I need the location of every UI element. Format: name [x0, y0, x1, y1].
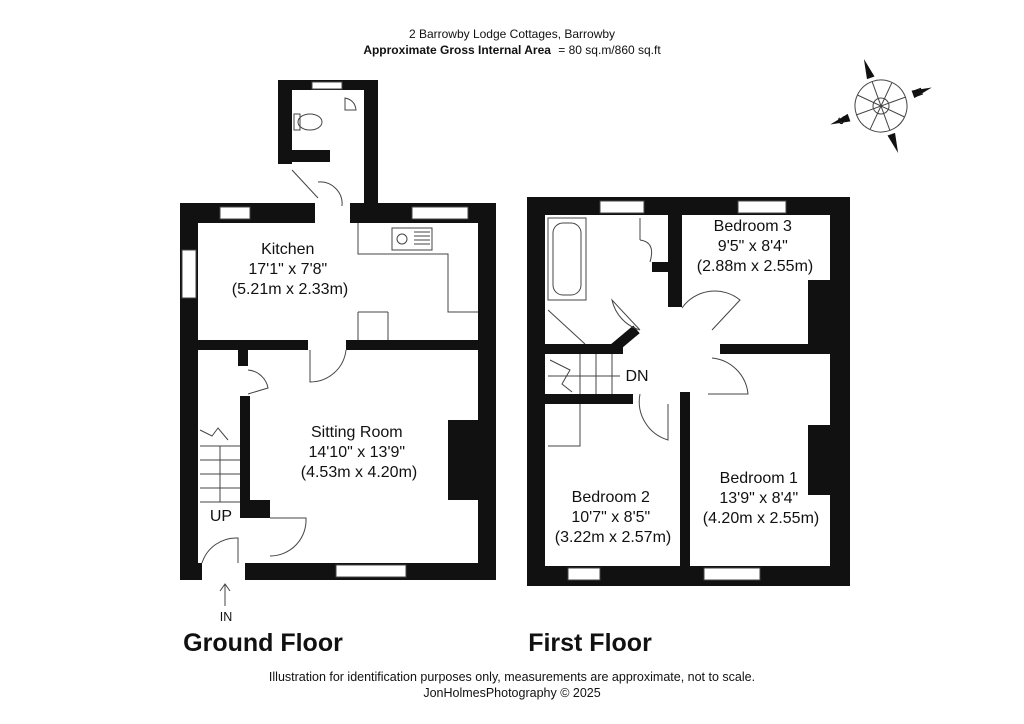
- ground-floor-plan: Kitchen 17'1" x 7'8" (5.21m x 2.33m) Sit…: [180, 80, 496, 657]
- address-title: 2 Barrowby Lodge Cottages, Barrowby: [409, 27, 615, 41]
- stairs-down: [548, 354, 620, 447]
- sink-icon: [391, 227, 433, 251]
- compass-south: S: [834, 114, 850, 127]
- area-value: = 80 sq.m/860 sq.ft: [558, 43, 661, 57]
- copyright-text: JonHolmesPhotography © 2025: [423, 686, 600, 700]
- stairs-up-label: UP: [210, 508, 232, 525]
- first-floor-plan: Bedroom 3 9'5" x 8'4" (2.88m x 2.55m) Be…: [527, 197, 850, 657]
- stairs-down-label: DN: [625, 368, 648, 385]
- area-label: Approximate Gross Internal Area: [363, 43, 551, 57]
- basin-icon: [344, 97, 357, 111]
- stairs-up: [199, 427, 240, 503]
- compass-icon: N S: [830, 59, 932, 153]
- basin-icon: [639, 218, 653, 263]
- compass-north: N: [910, 86, 926, 99]
- sitting-room-label: Sitting Room 14'10" x 13'9" (4.53m x 4.2…: [301, 424, 417, 481]
- ground-floor-label: Ground Floor: [183, 629, 343, 657]
- entry-label: IN: [220, 610, 233, 624]
- disclaimer-text: Illustration for identification purposes…: [269, 670, 755, 684]
- bedroom2-label: Bedroom 2 10'7" x 8'5" (3.22m x 2.57m): [555, 489, 671, 546]
- first-floor-label: First Floor: [528, 629, 652, 657]
- area-line: Approximate Gross Internal Area = 80 sq.…: [363, 43, 661, 57]
- toilet-icon: [297, 113, 323, 131]
- bedroom1-label: Bedroom 1 13'9" x 8'4" (4.20m x 2.55m): [703, 470, 819, 527]
- kitchen-label: Kitchen 17'1" x 7'8" (5.21m x 2.33m): [232, 241, 348, 298]
- kitchen-worktop: [357, 223, 478, 340]
- bedroom3-label: Bedroom 3 9'5" x 8'4" (2.88m x 2.55m): [697, 218, 813, 275]
- entry-arrow: [219, 583, 231, 606]
- bath-icon: [547, 217, 587, 301]
